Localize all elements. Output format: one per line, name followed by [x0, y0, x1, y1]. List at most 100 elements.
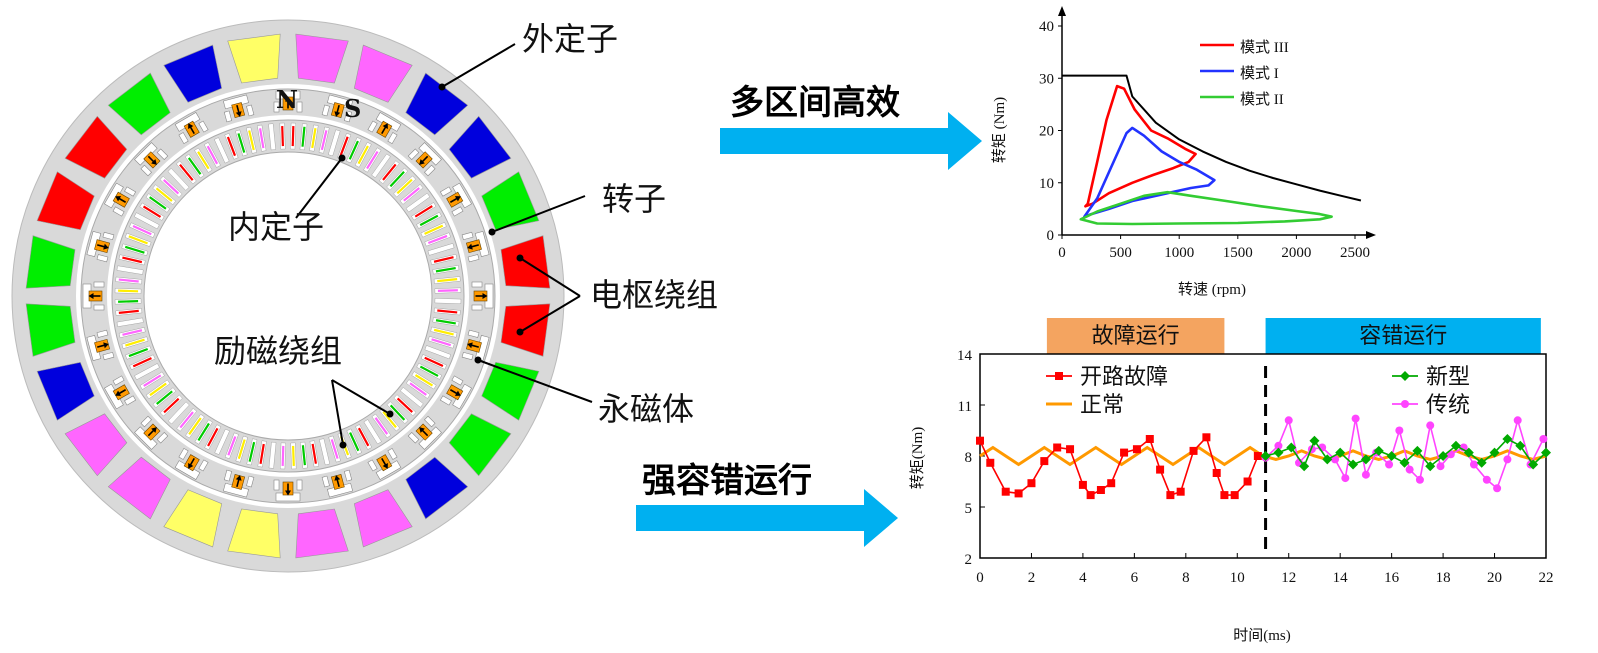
magnet-arrowhead [188, 123, 194, 130]
inner-slot [411, 371, 437, 390]
data-marker [1386, 451, 1397, 461]
inner-slot [257, 124, 267, 152]
rotor-notch [321, 475, 330, 488]
magnet-arrowhead [103, 243, 109, 250]
data-marker [1438, 451, 1449, 461]
inner-slot [432, 265, 460, 275]
x-tick-label: 12 [1281, 570, 1296, 586]
excitation-conductor [414, 374, 434, 387]
inner-slot [433, 307, 461, 316]
callout-fault-tolerant: 强容错运行 [636, 461, 898, 547]
x-tick-label: 0 [976, 570, 984, 586]
inner-slot [184, 153, 205, 179]
rotor-notch [296, 101, 303, 113]
magnet-arrowhead [467, 243, 473, 250]
legend-label: 模式 III [1240, 39, 1289, 56]
rotor-segment [82, 281, 105, 311]
rotor-notch [467, 254, 480, 263]
legend-marker [1400, 371, 1410, 381]
rotor-notch [96, 329, 109, 338]
rotor-segment [104, 375, 137, 410]
rotor-segment [439, 182, 472, 217]
data-marker [1361, 470, 1370, 479]
data-marker [1027, 479, 1036, 488]
torque-axis-label: 转矩 (Nm) [991, 97, 1008, 163]
rotor-notch [296, 479, 303, 491]
inner-slot [152, 184, 176, 205]
outer-stator-label: 外定子 [522, 20, 618, 58]
rotor-notch [178, 132, 189, 145]
excitation-conductor [122, 329, 143, 336]
inner-slot [176, 160, 197, 185]
rotor-segment [174, 447, 209, 480]
inner-slot [224, 432, 239, 460]
armature-coil [25, 235, 76, 289]
rotor-notch [273, 479, 280, 491]
rotor-segment [104, 182, 137, 217]
data-marker [1001, 487, 1010, 496]
time-axis-label: 时间(ms) [1233, 627, 1291, 644]
rotor-segment [439, 375, 472, 410]
rotor-notch [178, 447, 189, 460]
y-tick-label: 8 [965, 450, 973, 466]
excitation-conductor [132, 225, 152, 236]
inner-bore [143, 151, 433, 441]
inner-slot [427, 336, 455, 349]
excitation-conductor [120, 319, 141, 325]
excitation-conductor [437, 299, 458, 303]
armature-coil [353, 489, 413, 548]
inner-slot [432, 317, 460, 327]
inner-slot [185, 413, 205, 439]
rotor-notch [439, 186, 452, 197]
armature-coil [64, 413, 128, 477]
data-marker [1335, 447, 1346, 458]
data-marker [1120, 448, 1129, 457]
rotor-notch [102, 351, 115, 361]
rotor-notch [198, 120, 209, 133]
data-marker [1502, 434, 1513, 444]
x-axis-arrowhead [1366, 231, 1376, 239]
rotor-segment [222, 469, 255, 498]
inner-slot [279, 122, 286, 150]
data-marker [1469, 460, 1478, 469]
excitation-conductor [125, 338, 145, 347]
data-marker [1341, 474, 1350, 483]
region-bar [1046, 318, 1225, 354]
armature-coil [448, 413, 512, 477]
rotor-notch [439, 395, 452, 406]
series-line [1062, 74, 1362, 202]
excitation-conductor [403, 390, 421, 405]
excitation-conductor [428, 347, 448, 357]
data-marker [1260, 451, 1271, 461]
excitation-conductor [197, 422, 210, 442]
rotor-notch [102, 231, 115, 241]
legend-marker [1401, 400, 1409, 408]
armature-coil [107, 456, 171, 520]
excitation-conductor [179, 164, 194, 181]
x-tick-label: 18 [1436, 570, 1451, 586]
excitation-conductor [163, 179, 180, 195]
excitation-conductor [424, 224, 444, 235]
x-tick-label: 22 [1539, 570, 1554, 586]
magnet-arrowhead [88, 293, 94, 299]
excitation-conductor [227, 436, 237, 456]
data-marker [1202, 433, 1211, 442]
inner-slot [118, 254, 146, 266]
inner-slot [399, 184, 424, 205]
data-marker [1360, 454, 1371, 465]
excitation-conductor [301, 126, 306, 147]
excitation-conductor [419, 365, 439, 377]
rotor-notch [124, 186, 137, 197]
excitation-conductor [155, 187, 173, 202]
speed-axis-label: 转速 (rpm) [1178, 281, 1246, 298]
inner-slot [354, 141, 372, 168]
excitation-conductor [137, 215, 157, 227]
y-tick-label: 2 [965, 552, 973, 568]
inner-slot [145, 379, 171, 400]
excitation-conductor [382, 163, 397, 181]
rotor-segment [273, 479, 303, 502]
inner-slot [319, 438, 330, 466]
magnet-arrowhead [285, 96, 291, 102]
rotor-notch [387, 132, 398, 145]
